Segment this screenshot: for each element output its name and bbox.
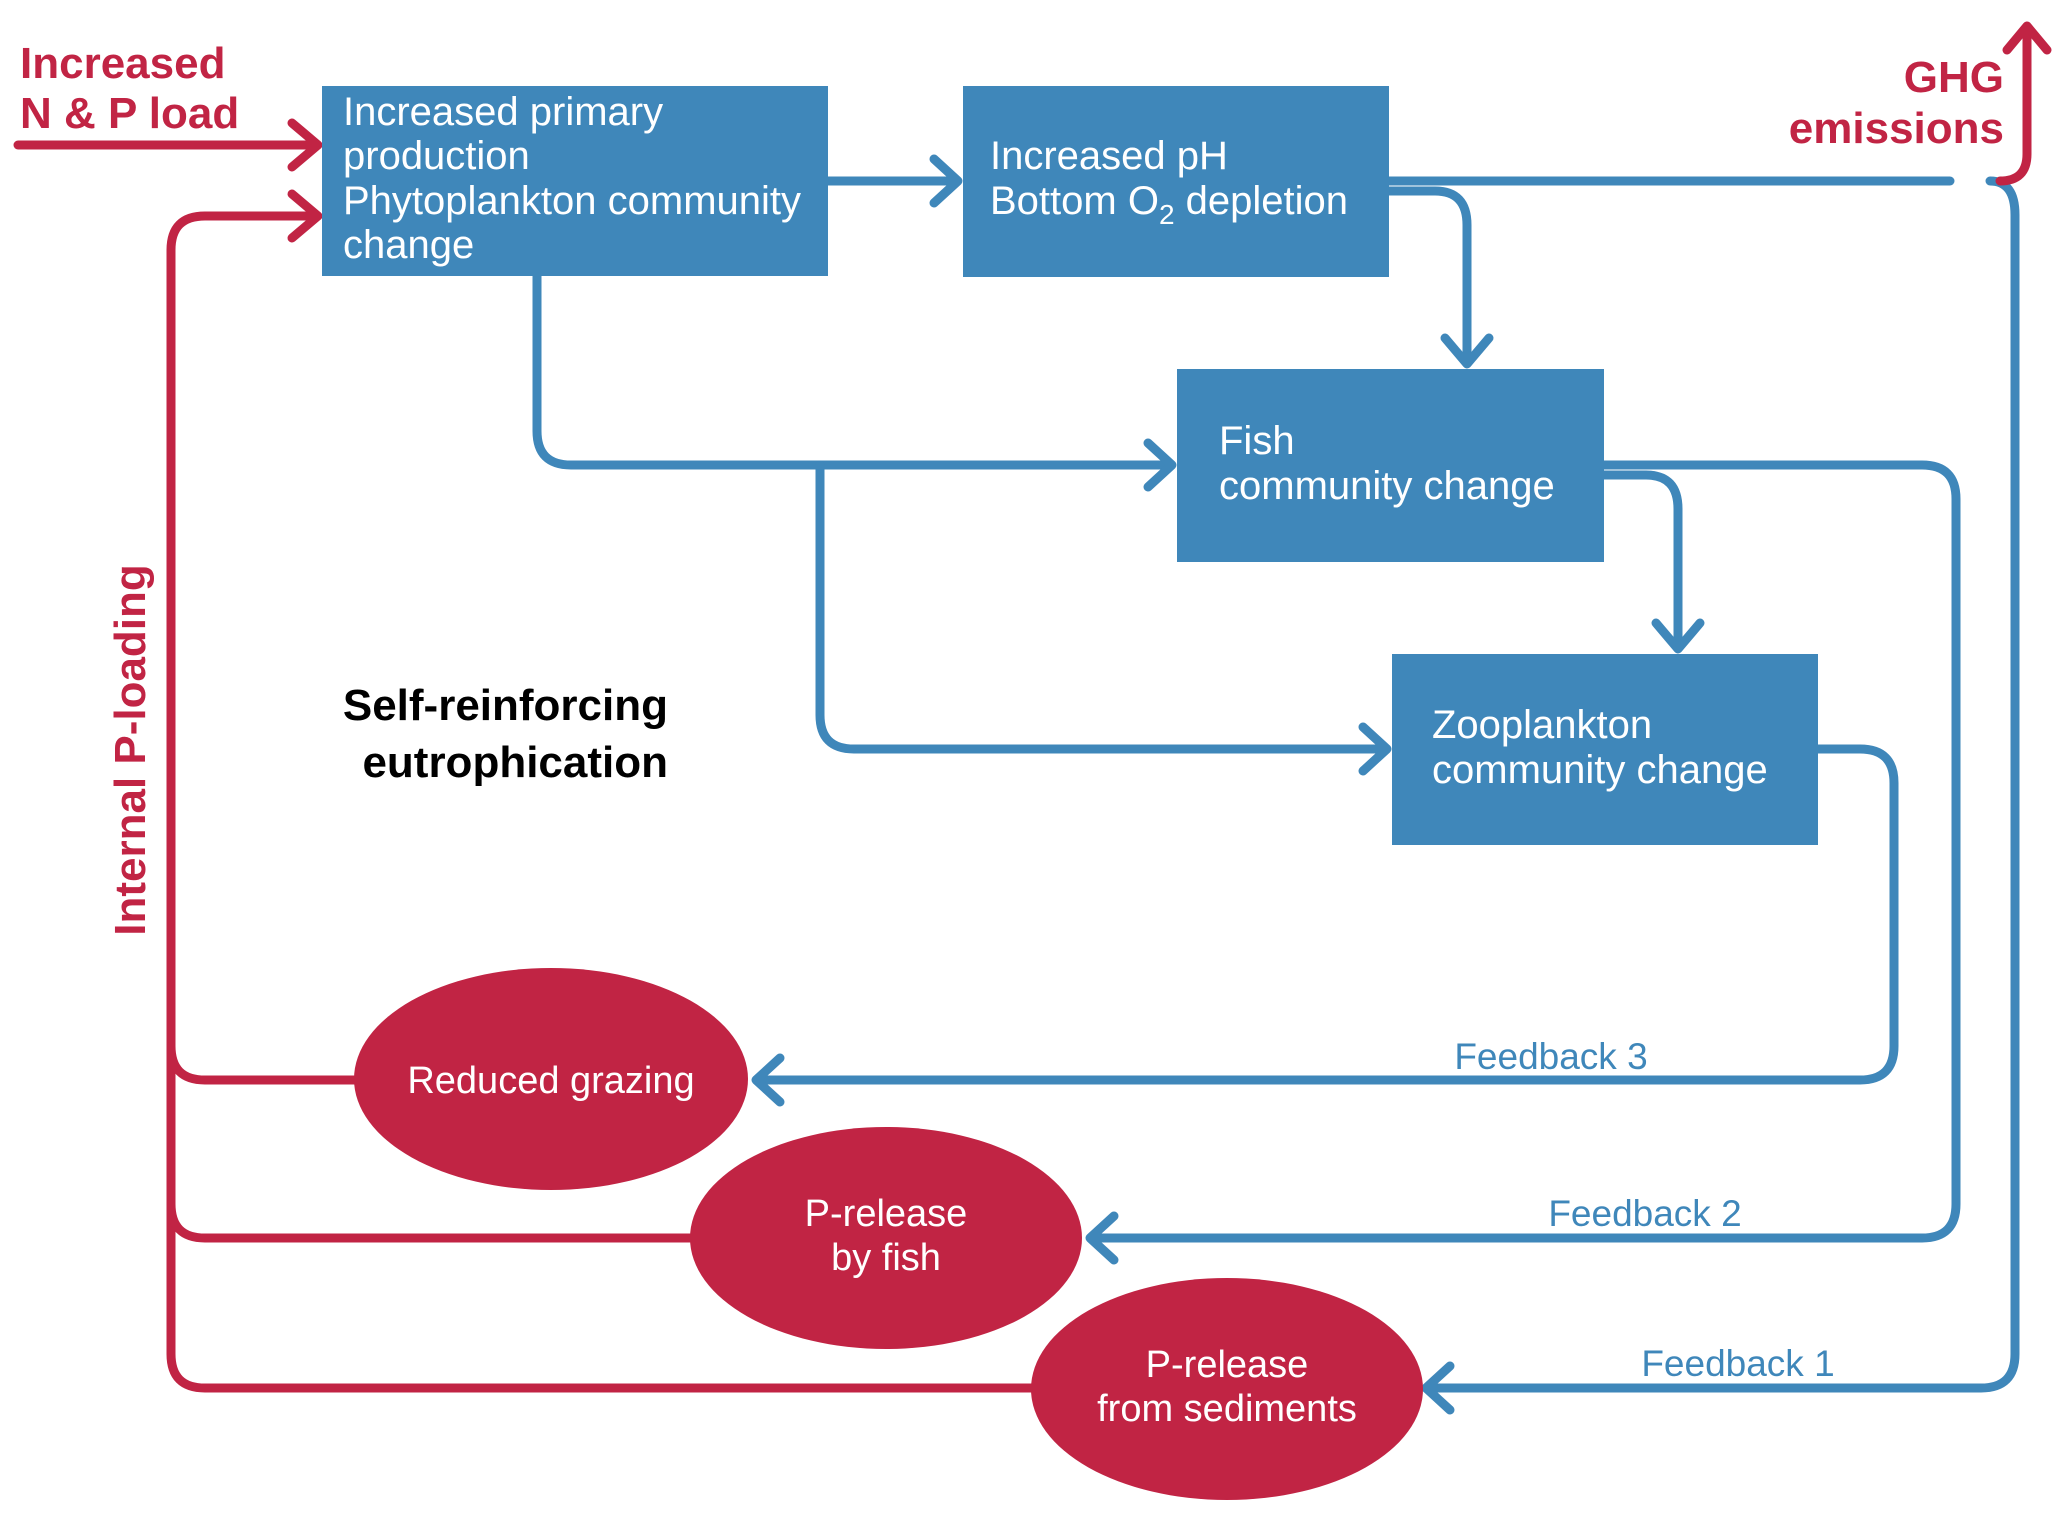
ellipse-p-release-fish: P-release by fish (690, 1127, 1082, 1349)
ellipse-p-release-sediments-line1: P-release (1146, 1344, 1309, 1386)
ghg-arrow (1995, 21, 2052, 186)
box-fish-line2: community change (1219, 464, 1555, 508)
box1-to-fish-arrow (532, 271, 1177, 492)
external-load-arrow (13, 118, 323, 172)
zooplankton-to-grazing-feedback3 (751, 744, 1899, 1107)
feedback-3-label: Feedback 3 (1454, 1036, 1647, 1077)
box-ph-line2: Bottom O2 depletion (990, 179, 1348, 230)
ghg-label-line1: GHG (1904, 53, 2004, 102)
external-load-label-line2: N & P load (20, 89, 239, 138)
internal-loading-connector (166, 189, 1040, 1393)
center-label-line1: Self-reinforcing (343, 681, 668, 730)
ghg-label-line2: emissions (1789, 104, 2004, 153)
box-fish: Fish community change (1177, 369, 1604, 562)
box2-to-fish-arrow (1384, 186, 1494, 369)
box-ph-line1: Increased pH (990, 134, 1228, 178)
ellipse-p-release-sediments: P-release from sediments (1031, 1278, 1423, 1500)
ellipse-p-release-fish-line1: P-release (805, 1193, 968, 1235)
ellipse-p-release-sediments-line2: from sediments (1097, 1388, 1357, 1430)
center-label-line2: eutrophication (362, 738, 668, 787)
box-primary-production-line4: change (343, 223, 474, 267)
external-load-label-line1: Increased (20, 39, 225, 88)
box-primary-production-line3: Phytoplankton community (343, 179, 801, 223)
box1-to-box2-arrow (823, 154, 963, 208)
box-primary-production: Increased primary production Phytoplankt… (322, 86, 828, 276)
box-zooplankton-line1: Zooplankton (1432, 703, 1652, 747)
box-zooplankton-line2: community change (1432, 748, 1768, 792)
feedback-1-label: Feedback 1 (1641, 1343, 1834, 1384)
box-primary-production-line1: Increased primary (343, 90, 663, 134)
box-primary-production-line2: production (343, 134, 530, 178)
ellipse-reduced-grazing-label: Reduced grazing (407, 1060, 694, 1102)
box1-to-zooplankton-arrow (815, 460, 1392, 776)
fish-to-zooplankton-arrow (1599, 470, 1705, 654)
ellipse-p-release-fish-line2: by fish (831, 1237, 941, 1279)
feedback-2-label: Feedback 2 (1548, 1193, 1741, 1234)
ellipse-reduced-grazing: Reduced grazing (354, 968, 748, 1190)
box-fish-line1: Fish (1219, 419, 1295, 463)
box-ph-oxygen: Increased pH Bottom O2 depletion (963, 86, 1389, 277)
box-zooplankton: Zooplankton community change (1392, 654, 1818, 845)
fish-to-pfish-feedback2 (1085, 460, 1961, 1265)
internal-loading-label: Internal P-loading (106, 564, 155, 936)
